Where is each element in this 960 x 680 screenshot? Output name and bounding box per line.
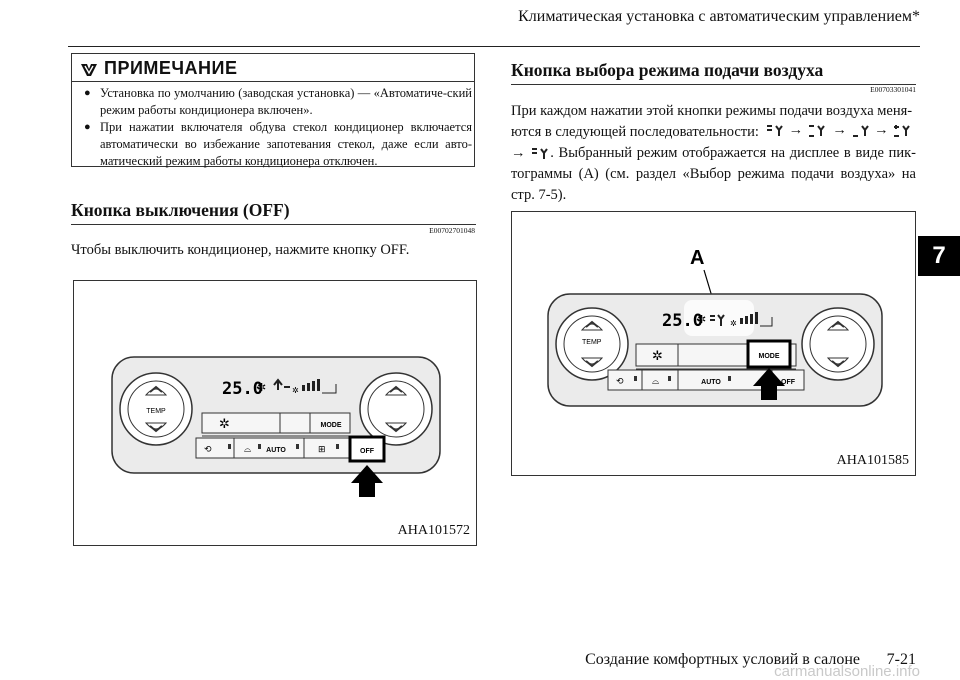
sequence-arrow: → <box>511 145 526 161</box>
temp-knob-left: TEMP <box>555 307 629 381</box>
sequence-arrow: → <box>788 122 804 138</box>
header-rule <box>68 46 920 47</box>
note-item: ● Установка по умолчанию (заводская уста… <box>84 85 472 119</box>
face-vent-icon <box>767 124 783 136</box>
off-section-rule <box>71 224 476 225</box>
note-title: ПРИМЕЧАНИЕ <box>104 58 238 78</box>
svg-text:✲: ✲ <box>257 381 266 394</box>
sequence-arrow: → <box>874 122 889 138</box>
bullet-icon: ● <box>84 121 91 133</box>
svg-text:✲: ✲ <box>697 313 706 326</box>
recirculation-icon: ⟲ <box>616 377 624 387</box>
sequence-arrow: → <box>832 122 847 138</box>
display-temperature: 25.0 <box>222 379 263 399</box>
note-item-text: При нажатии включателя обдува стекол кон… <box>100 120 472 168</box>
note-header: ПРИМЕЧАНИЕ <box>80 58 237 79</box>
footer-section-title: Создание комфортных условий в салоне <box>585 651 860 668</box>
temp-label: TEMP <box>582 339 602 346</box>
rear-defrost-icon: ⊞ <box>318 445 326 455</box>
mode-button-highlight <box>746 339 792 369</box>
windshield-defrost-icon: ⌓ <box>652 377 659 387</box>
off-section-text: Чтобы выключить кондиционер, нажмите кно… <box>71 242 410 258</box>
off-section-code: E00702701048 <box>429 226 475 235</box>
pointer-arrow-icon <box>753 368 785 400</box>
temp-label: TEMP <box>146 408 166 415</box>
svg-text:✲: ✲ <box>730 319 737 328</box>
off-button-highlight <box>348 435 386 463</box>
note-pencil-icon <box>81 63 97 76</box>
mode-paragraph-text: . Выбранный режим отображается на диспле… <box>511 145 916 203</box>
note-box: ПРИМЕЧАНИЕ ● Установка по умолчанию (зав… <box>71 53 475 170</box>
chapter-tab: 7 <box>918 236 960 276</box>
callout-label: A <box>690 247 704 269</box>
upper-button-row <box>201 412 351 434</box>
fan-knob-right <box>359 372 433 446</box>
footer-page-number: 7-21 <box>886 651 916 668</box>
figure-label: AHA101585 <box>836 453 909 468</box>
panel-display: 25.0 ✲ ✲ <box>662 311 773 331</box>
windshield-defrost-icon: ⌓ <box>244 445 251 455</box>
recirculation-icon: ⟲ <box>204 445 212 455</box>
auto-button-label: AUTO <box>266 447 286 454</box>
mode-sequence: → → → <box>765 122 914 139</box>
figure-label: AHA101572 <box>397 523 470 538</box>
face-vent-icon <box>532 147 549 159</box>
bullet-icon: ● <box>84 87 91 99</box>
svg-text:✲: ✲ <box>292 386 299 395</box>
mode-section-rule <box>511 84 916 85</box>
pointer-arrow-icon <box>351 465 383 497</box>
foot-vent-icon <box>852 125 869 137</box>
off-section-heading: Кнопка выключения (OFF) <box>71 200 290 220</box>
ac-icon: ✲ <box>219 417 230 432</box>
running-header-title: Климатическая установка с автоматическим… <box>518 8 920 25</box>
climate-panel-illustration: A TEMP 25.0 ✲ ✲ <box>547 247 883 407</box>
panel-display: 25.0 ✲ ✲ <box>222 378 337 399</box>
ac-icon: ✲ <box>652 349 663 364</box>
auto-button-label: AUTO <box>701 379 721 386</box>
watermark: carmanualsonline.info <box>774 663 920 680</box>
mode-paragraph-2: → . Выбранный режим отображается на дисп… <box>511 143 916 206</box>
mode-button-label: MODE <box>759 353 780 360</box>
note-rule <box>72 81 474 82</box>
off-button-label: OFF <box>781 379 796 386</box>
note-item: ● При нажатии включателя обдува стекол к… <box>84 119 472 170</box>
mode-section-code: E00703301041 <box>870 85 916 94</box>
off-button-figure: TEMP 25.0 ✲ ✲ ✲ MODE <box>73 280 477 546</box>
mode-paragraph-1: При каждом нажатии этой кнопки режимы по… <box>511 101 916 143</box>
display-mode-icon <box>710 314 725 326</box>
note-item-text: Установка по умолчанию (заводская устано… <box>100 86 472 117</box>
mode-button-figure: A TEMP 25.0 ✲ ✲ <box>511 211 916 476</box>
mode-button-label: MODE <box>321 422 342 429</box>
mode-section-heading: Кнопка выбора режима подачи воздуха <box>511 60 824 80</box>
climate-panel-illustration: TEMP 25.0 ✲ ✲ ✲ MODE <box>111 356 441 497</box>
foot-defrost-vent-icon <box>894 124 911 137</box>
off-button-label: OFF <box>360 448 375 455</box>
mode-paragraph-text: При каждом нажатии этой кнопки режимы по… <box>511 103 913 140</box>
face-foot-vent-icon <box>808 124 825 137</box>
temp-knob-left: TEMP <box>119 372 193 446</box>
display-temperature: 25.0 <box>662 311 703 331</box>
fan-knob-right <box>801 307 875 381</box>
